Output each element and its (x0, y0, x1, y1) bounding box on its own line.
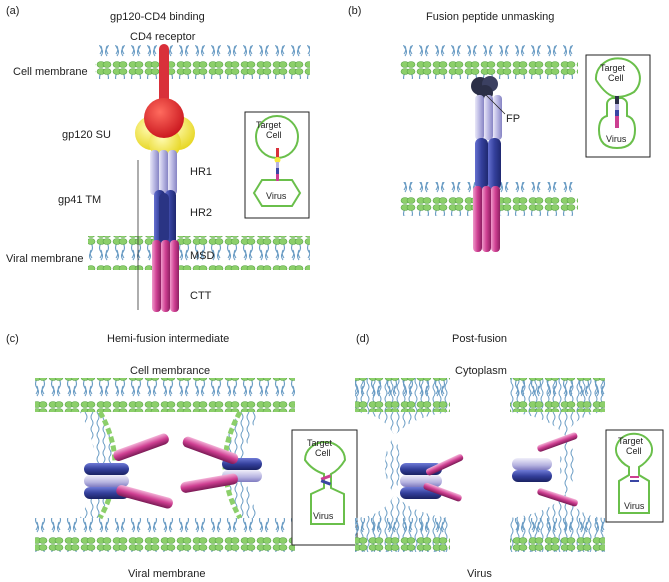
inset-a (244, 111, 310, 219)
inset-b-virus: Virus (606, 134, 627, 144)
cell-membrane-label: Cell membrane (13, 66, 88, 78)
inset-d-virus: Virus (624, 501, 645, 511)
viral-membrane-c (35, 518, 295, 552)
hr1-helix (168, 150, 177, 195)
msd-ctt-helix (491, 186, 500, 252)
panel-b (400, 45, 651, 252)
panel-a (88, 44, 310, 312)
inset-d (605, 429, 664, 523)
panel-d-letter: (d) (356, 333, 370, 345)
msd-ctt-helix (482, 186, 491, 252)
inset-d-target-line2: Cell (626, 446, 642, 456)
fp-label: FP (506, 113, 521, 125)
panel-d (355, 378, 664, 552)
panel-a-title: gp120-CD4 binding (110, 11, 205, 23)
panel-d-title: Post-fusion (452, 333, 508, 345)
hr1-helix (493, 95, 502, 140)
inset-c (291, 429, 358, 546)
hr2-helix (159, 193, 169, 243)
hr1-helix (159, 150, 168, 195)
helix-bundle-right-d (512, 432, 578, 507)
panel-a-letter: (a) (6, 5, 20, 17)
msd-ctt-helix (152, 240, 161, 312)
panel-b-title: Fusion peptide unmasking (426, 11, 555, 23)
inset-c-target-line2: Cell (315, 448, 331, 458)
hr1-helix (475, 95, 484, 140)
hr1-helix (150, 150, 159, 195)
gp120-red (144, 98, 184, 138)
helix-bundle-right (180, 436, 262, 493)
panel-b-letter: (b) (348, 5, 362, 17)
ctt-label: CTT (190, 290, 212, 302)
panel-d-bottom-label: Virus (467, 568, 492, 580)
inset-b (585, 54, 651, 158)
viral-membrane-label: Viral membrane (6, 253, 84, 265)
cell-membrane-c (35, 378, 295, 412)
hr2-helix (475, 138, 488, 190)
helix-bundle-left-d (400, 454, 464, 502)
inset-a-target-line2: Cell (266, 130, 282, 140)
cell-membrane-a (95, 45, 310, 79)
panel-c-bottom-label: Viral membrane (128, 568, 206, 580)
gp120-label: gp120 SU (62, 129, 111, 141)
fp-pointer (485, 94, 506, 115)
inset-b-target-line1: Target (600, 63, 626, 73)
cd4-receptor (159, 44, 169, 104)
panel-d-top-label: Cytoplasm (455, 365, 507, 377)
panel-c-letter: (c) (6, 333, 19, 345)
panel-c (35, 378, 358, 552)
panel-c-title: Hemi-fusion intermediate (107, 333, 230, 345)
cell-membrane-b (400, 45, 578, 79)
hr1-label: HR1 (190, 166, 213, 178)
hr2-helix (488, 138, 501, 190)
inset-d-target-line1: Target (618, 436, 644, 446)
helix-bundle-left (84, 433, 173, 509)
inset-c-target-line1: Target (307, 438, 333, 448)
panel-c-top-label: Cell membrance (130, 365, 211, 377)
cd4-receptor-label: CD4 receptor (130, 31, 196, 43)
hr2-label: HR2 (190, 207, 213, 219)
inset-a-target-line1: Target (256, 120, 282, 130)
inset-a-virus: Virus (266, 191, 287, 201)
hr1-helix (484, 95, 493, 140)
msd-ctt-helix (170, 240, 179, 312)
viral-membrane-a (88, 236, 310, 270)
msd-ctt-helix (161, 240, 170, 312)
inset-b-target-line2: Cell (608, 73, 624, 83)
msd-ctt-helix (473, 186, 482, 252)
inset-c-virus: Virus (313, 511, 334, 521)
msd-label: MSD (190, 250, 215, 262)
gp41-label: gp41 TM (58, 194, 102, 206)
